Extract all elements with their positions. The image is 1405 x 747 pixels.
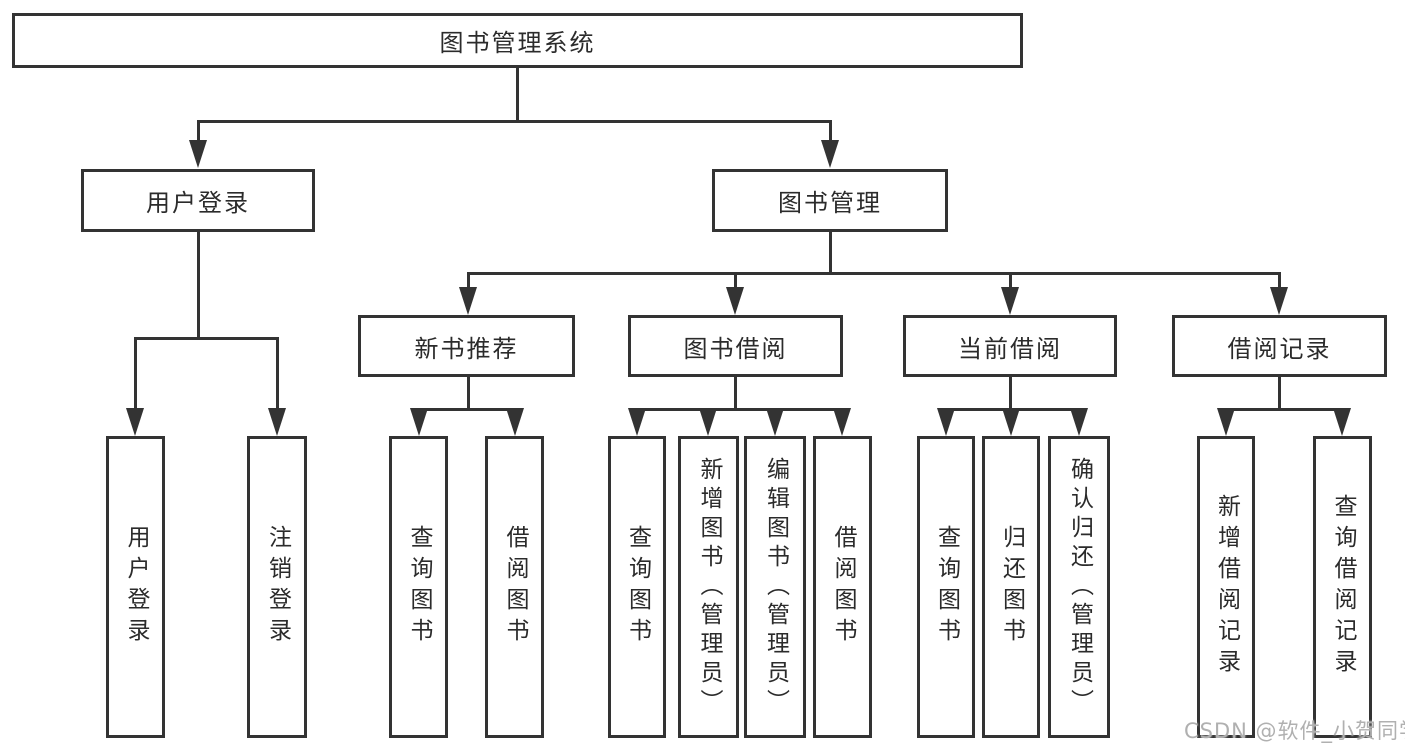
arrowhead-down-icon <box>726 287 744 315</box>
arrowhead-down-icon <box>126 408 144 436</box>
csdn-watermark: CSDN @软件_小贺同学 <box>1184 719 1405 743</box>
leaf-label: 编辑图书（管理员） <box>762 456 789 718</box>
leaf-add-books-admin: 新增图书（管理员） <box>678 436 739 738</box>
leaf-label: 查询图书 <box>624 525 651 649</box>
leaf-borrow-books-newbook: 借阅图书 <box>485 436 544 738</box>
arrowhead-down-icon <box>628 408 646 436</box>
connector-hline <box>636 408 842 411</box>
arrowhead-down-icon <box>1070 408 1088 436</box>
node-label: 当前借阅 <box>958 334 1062 363</box>
leaf-add-borrow-record: 新增借阅记录 <box>1197 436 1255 738</box>
node-borrowing-records: 借阅记录 <box>1172 315 1387 377</box>
leaf-label: 新增图书（管理员） <box>696 456 722 718</box>
connector-stem <box>197 120 200 142</box>
leaf-label: 查询图书 <box>406 525 432 649</box>
leaf-user-login: 用户登录 <box>106 436 165 738</box>
leaf-label: 注销登录 <box>264 525 291 649</box>
connector-vline <box>197 232 200 339</box>
node-book-management: 图书管理 <box>712 169 948 232</box>
leaf-query-books-current: 查询图书 <box>917 436 975 738</box>
leaf-query-books-borrow: 查询图书 <box>608 436 666 738</box>
leaf-label: 用户登录 <box>123 525 149 649</box>
connector-stem <box>829 120 832 142</box>
leaf-borrow-books: 借阅图书 <box>813 436 872 738</box>
arrowhead-down-icon <box>410 408 428 436</box>
connector-vline <box>1278 377 1281 410</box>
arrowhead-down-icon <box>1001 287 1019 315</box>
arrowhead-down-icon <box>459 287 477 315</box>
connector-vline <box>467 377 470 410</box>
leaf-label: 新增借阅记录 <box>1213 494 1240 680</box>
connector-stem <box>1009 272 1012 289</box>
connector-vline <box>1009 377 1012 410</box>
leaf-label: 借阅图书 <box>830 525 856 649</box>
node-label: 新书推荐 <box>414 334 519 363</box>
leaf-query-books-newbook: 查询图书 <box>389 436 448 738</box>
arrowhead-down-icon <box>699 408 717 436</box>
leaf-label: 查询图书 <box>933 525 960 649</box>
connector-hline <box>1225 408 1342 411</box>
connector-hline <box>197 120 832 123</box>
connector-vline <box>829 232 832 274</box>
node-user-login: 用户登录 <box>81 169 315 232</box>
node-current-borrowing: 当前借阅 <box>903 315 1117 377</box>
connector-hline <box>418 408 516 411</box>
node-label: 图书管理 <box>778 189 882 217</box>
leaf-query-borrow-record: 查询借阅记录 <box>1313 436 1372 738</box>
connector-stem <box>134 337 137 410</box>
arrowhead-down-icon <box>833 408 851 436</box>
leaf-label: 查询借阅记录 <box>1330 494 1356 680</box>
leaf-logout: 注销登录 <box>247 436 307 738</box>
connector-vline <box>734 377 737 410</box>
arrowhead-down-icon <box>821 140 839 168</box>
arrowhead-down-icon <box>1002 408 1020 436</box>
leaf-label: 借阅图书 <box>502 525 528 649</box>
leaf-return-books: 归还图书 <box>982 436 1040 738</box>
arrowhead-down-icon <box>189 140 207 168</box>
arrowhead-down-icon <box>268 408 286 436</box>
node-label: 用户登录 <box>146 189 250 217</box>
arrowhead-down-icon <box>766 408 784 436</box>
arrowhead-down-icon <box>937 408 955 436</box>
arrowhead-down-icon <box>506 408 524 436</box>
node-label: 图书借阅 <box>683 334 788 363</box>
connector-hline <box>467 272 1280 275</box>
node-label: 借阅记录 <box>1227 334 1332 363</box>
connector-stem <box>734 272 737 289</box>
leaf-edit-books-admin: 编辑图书（管理员） <box>744 436 806 738</box>
leaf-label: 确认归还（管理员） <box>1066 456 1093 718</box>
connector-stem <box>467 272 470 289</box>
arrowhead-down-icon <box>1217 408 1235 436</box>
arrowhead-down-icon <box>1333 408 1351 436</box>
leaf-confirm-return-admin: 确认归还（管理员） <box>1048 436 1110 738</box>
leaf-label: 归还图书 <box>998 525 1025 649</box>
node-book-borrowing: 图书借阅 <box>628 315 843 377</box>
connector-hline <box>134 337 278 340</box>
node-label: 图书管理系统 <box>439 29 596 57</box>
connector-vline <box>516 68 519 121</box>
connector-stem <box>276 337 279 410</box>
connector-stem <box>1278 272 1281 289</box>
node-library-management-system: 图书管理系统 <box>12 13 1023 68</box>
arrowhead-down-icon <box>1270 287 1288 315</box>
node-new-book-recommendation: 新书推荐 <box>358 315 575 377</box>
